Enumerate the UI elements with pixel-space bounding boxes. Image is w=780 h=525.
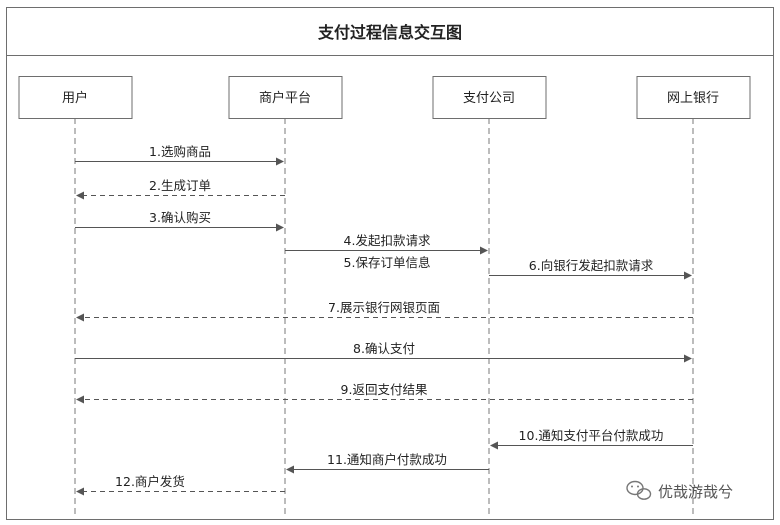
participant-merchant: 商户平台 xyxy=(228,76,343,119)
arrowhead xyxy=(684,354,692,363)
message-1: 1.选购商品 xyxy=(75,144,284,166)
message-label: 3.确认购买 xyxy=(149,210,211,225)
participant-label: 商户平台 xyxy=(259,90,311,106)
participant-label: 网上银行 xyxy=(667,91,719,106)
arrowhead xyxy=(490,441,498,450)
message-8: 8.确认支付 xyxy=(75,341,692,363)
message-9: 9.返回支付结果 xyxy=(76,382,693,404)
message-label: 6.向银行发起扣款请求 xyxy=(529,258,654,273)
message-label: 1.选购商品 xyxy=(149,144,211,159)
wechat-icon xyxy=(626,480,652,500)
participant-label: 用户 xyxy=(62,90,88,106)
message-6: 6.向银行发起扣款请求 xyxy=(489,258,692,280)
message-label: 2.生成订单 xyxy=(149,178,211,193)
arrowhead xyxy=(76,395,84,404)
message-11: 11.通知商户付款成功 xyxy=(286,452,489,474)
diagram-title: 支付过程信息交互图 xyxy=(317,23,462,42)
arrowhead xyxy=(286,465,294,474)
participant-payco: 支付公司 xyxy=(432,76,547,119)
message-7: 7.展示银行网银页面 xyxy=(76,300,693,322)
message-label: 9.返回支付结果 xyxy=(341,382,428,397)
message-3: 3.确认购买 xyxy=(75,210,284,232)
messages: 1.选购商品 2.生成订单 3.确认购买 4.发起扣款请求 5.保存订单信息 6.向银行发… xyxy=(75,144,693,496)
arrowhead xyxy=(76,487,84,496)
arrowhead xyxy=(76,313,84,322)
message-label: 8.确认支付 xyxy=(353,341,415,356)
message-label: 10.通知支付平台付款成功 xyxy=(519,428,664,443)
participant-box xyxy=(432,76,547,119)
participant-label: 支付公司 xyxy=(463,91,515,106)
participant-box xyxy=(18,76,133,119)
message-label: 4.发起扣款请求 xyxy=(344,233,431,248)
message-10: 10.通知支付平台付款成功 xyxy=(490,428,693,450)
participant-box xyxy=(636,76,751,119)
message-label: 12.商户发货 xyxy=(115,474,185,489)
participant-bank: 网上银行 xyxy=(636,76,751,119)
arrowhead xyxy=(276,157,284,166)
message-2: 2.生成订单 xyxy=(76,178,285,200)
message-label: 11.通知商户付款成功 xyxy=(327,452,447,467)
arrowhead xyxy=(276,223,284,232)
participant-box xyxy=(228,76,343,119)
arrowhead xyxy=(480,246,488,255)
arrowhead xyxy=(76,191,84,200)
watermark: 优哉游哉兮 xyxy=(626,480,733,501)
message-5: 5.保存订单信息 xyxy=(344,255,431,270)
message-12: 12.商户发货 xyxy=(76,474,285,496)
arrowhead xyxy=(684,271,692,280)
participant-user: 用户 xyxy=(18,76,133,119)
participants: 用户 商户平台 支付公司 网上银行 xyxy=(18,76,751,119)
message-label: 5.保存订单信息 xyxy=(344,255,431,270)
message-label: 7.展示银行网银页面 xyxy=(328,300,440,315)
watermark-text: 优哉游哉兮 xyxy=(658,483,733,501)
message-4: 4.发起扣款请求 xyxy=(285,233,488,255)
